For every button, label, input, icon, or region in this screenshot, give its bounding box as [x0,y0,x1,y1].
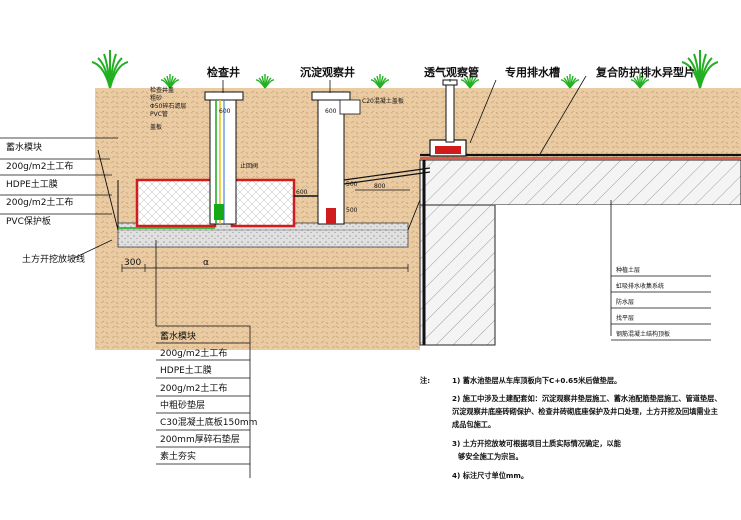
bottom-layer-4: 200g/m2土工布 [160,382,227,394]
note-line-7: 4) 标注尺寸单位mm。 [452,471,528,480]
note-line-5: 3) 土方开挖放坡可根据项目土质实际情况确定，以能 [452,439,622,448]
slope-lines [97,149,421,231]
note-line-2: 2) 施工中涉及土建配套如：沉淀观察井垫层施工、蓄水池配筋垫层施工、管道垫层、 [452,394,722,403]
dim-600c: 600 [296,189,308,196]
label-pipe: PVC管 [150,110,168,118]
label-drain-channel: 专用排水槽 [505,65,560,79]
notes-prefix: 注: [420,376,430,385]
bottom-layer-2: 200g/m2土工布 [160,347,227,359]
dim-800: 800 [374,183,386,190]
bottom-layer-1: 蓄水模块 [160,330,196,342]
plant-icon [460,74,480,89]
inspection-well [204,91,244,225]
left-layer-labels: 蓄水模块 200g/m2土工布 HDPE土工膜 200g/m2土工布 PVC保护… [6,141,73,227]
bottom-layer-7: 200mm厚碎石垫层 [160,433,240,445]
bottom-layer-3: HDPE土工膜 [160,364,212,376]
bottom-layer-6: C30混凝土底板150mm [160,416,257,428]
left-layer-5: PVC保护板 [6,215,51,227]
dim-alpha: α [203,258,209,268]
note-line-1: 1) 蓄水池垫层从车库顶板向下C+0.65米后做垫层。 [452,376,621,385]
plant-icon [560,74,580,89]
soil-body [95,88,741,350]
note-line-4: 成品包施工。 [452,420,495,429]
right-layer-1: 种植土层 [616,266,640,274]
right-layer-labels: 种植土层 虹吸排水收集系统 防水层 找平层 钢筋混凝土结构顶板 [616,266,670,338]
right-layer-4: 找平层 [616,314,634,322]
plants [91,50,719,89]
plant-icon [160,74,180,89]
label-composite-board: 复合防护排水异型片 [595,65,695,79]
label-gravel: Φ50碎石滤层 [150,102,186,110]
plant-icon [255,74,275,89]
settling-well [294,91,431,225]
label-check-valve: 止回阀 [240,162,258,170]
left-layer-2: 200g/m2土工布 [6,160,73,172]
label-well-cover: 检查井盖 [150,86,174,94]
label-slope: 土方开挖放坡线 [22,253,85,265]
dim-300: 300 [124,258,141,268]
roof-slab [419,153,741,350]
note-line-3: 沉淀观察井底座砖砌保护、检查井砖砌底座保护及井口处理，土方开挖及回填需业主 [452,407,718,416]
note-line-6: 够安全施工为宗旨。 [457,452,523,461]
label-grate: 盖板 [150,123,162,131]
left-layer-3: HDPE土工膜 [6,178,58,190]
plant-icon [630,74,650,89]
right-layer-3: 防水层 [616,298,634,306]
left-layer-4: 200g/m2土工布 [6,196,73,208]
right-layer-5: 钢筋混凝土结构顶板 [616,330,670,338]
notes-block: 注: 1) 蓄水池垫层从车库顶板向下C+0.65米后做垫层。 2) 施工中涉及土… [420,376,722,480]
left-layer-1: 蓄水模块 [6,141,42,153]
label-sand: 粗砂 [150,94,162,102]
label-inspection-well: 检查井 [207,65,240,79]
dim-500a: 500 [346,181,358,188]
bottom-layer-labels: 蓄水模块 200g/m2土工布 HDPE土工膜 200g/m2土工布 中粗砂垫层… [160,330,257,462]
label-vent-pipe: 透气观察管 [424,65,479,79]
plant-icon [681,50,719,89]
dimension-lines [121,189,410,272]
label-c20: C20混凝土盖板 [362,97,404,105]
bottom-layer-5: 中粗砂垫层 [160,399,205,411]
storage-module-right [230,178,296,228]
storage-module-left [135,178,217,228]
plant-icon [370,74,390,89]
plant-icon [91,50,129,89]
dim-600a: 600 [219,108,231,115]
dim-600b: 600 [325,108,337,115]
dim-500b: 500 [346,207,358,214]
label-settling-well: 沉淀观察井 [300,65,355,79]
bottom-layer-8: 素土夯实 [160,450,196,462]
right-layer-2: 虹吸排水收集系统 [616,282,664,290]
callout-leaders [0,75,711,478]
